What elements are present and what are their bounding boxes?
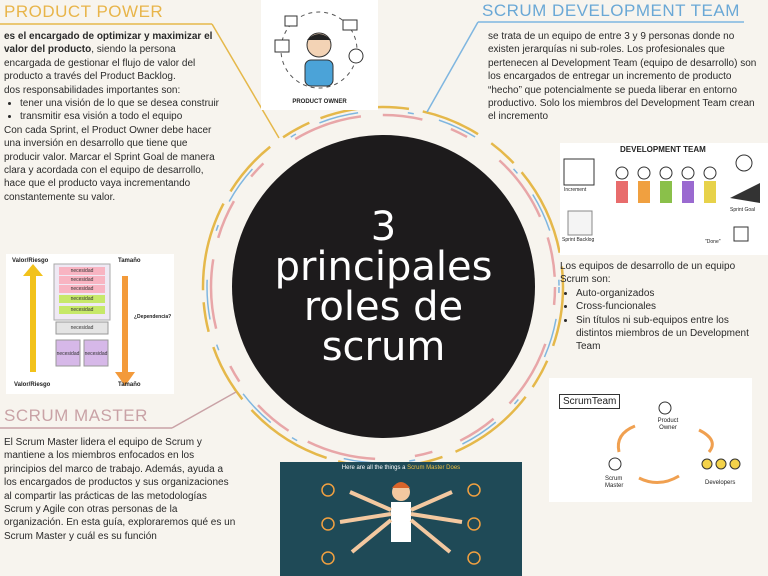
backlog-item: necesidad (59, 306, 105, 314)
scrum-master-text: El Scrum Master lidera el equipo de Scru… (4, 436, 236, 543)
scrum-team-title: ScrumTeam (559, 394, 621, 409)
product-owner-label: PRODUCT OWNER (292, 99, 347, 105)
dev-team-illustration (563, 154, 760, 242)
backlog-size-bottom: Tamaño (118, 382, 141, 388)
product-power-bullets: tener una visión de lo que se desea cons… (4, 97, 220, 124)
product-power-heading: PRODUCT POWER (4, 2, 164, 21)
scrum-master-illustration (321, 482, 481, 565)
scrum-team-developers: Developers (705, 480, 736, 486)
scrum-master-heading: SCRUM MASTER (4, 406, 148, 425)
product-power-resp-title: dos responsabilidades importantes son: (4, 84, 181, 96)
dev-team-sprint-backlog: Sprint Backlog (562, 237, 595, 243)
center-circle: 3 principales roles de scrum (232, 135, 535, 438)
scrum-team-scrum-master: Scrum Master (605, 476, 624, 489)
backlog-item: necesidad (59, 285, 105, 293)
scrum-dev-list-title: Los equipos de desarrollo de un equipo S… (560, 261, 736, 286)
scrum-master-image: Here are all the things a Scrum Master D… (280, 462, 522, 576)
scrum-team-product-owner: Product Owner (657, 418, 679, 431)
dev-team-image: DEVELOPMENT TEAM Increment Sprint Goal S… (560, 143, 768, 255)
scrum-team-image: ScrumTeam Product Owner Scrum Master Dev… (549, 378, 752, 502)
dev-team-title: DEVELOPMENT TEAM (620, 145, 706, 154)
backlog-value-risk-bottom: Valor/Riesgo (14, 382, 51, 388)
scrum-master-img-title-b: Scrum Master Does (407, 465, 461, 471)
product-owner-illustration (274, 11, 364, 89)
scrum-dev-team-heading: SCRUM DEVELOPMENT TEAM (482, 1, 740, 20)
backlog-value-risk-top: Valor/Riesgo (12, 258, 49, 264)
scrum-master-para: El Scrum Master lidera el equipo de Scru… (4, 437, 236, 542)
product-owner-image: PRODUCT OWNER (261, 0, 378, 110)
list-item: Sin títulos ni sub-equipos entre los dis… (576, 314, 760, 354)
scrum-master-img-title: Here are all the things a Scrum Master D… (280, 465, 522, 471)
dev-team-sprint-goal: Sprint Goal (730, 207, 756, 213)
product-power-intro-bold: es el encargado de optimizar y maximizar… (4, 31, 213, 56)
list-item: transmitir esa visión a todo el equipo (20, 110, 220, 123)
scrum-master-img-title-a: Here are all the things a (341, 465, 408, 471)
scrum-team-illustration (608, 401, 741, 484)
backlog-item: necesidad (84, 351, 108, 357)
dev-team-increment: Increment (564, 187, 587, 193)
backlog-dependency: ¿Dependencia? (134, 314, 172, 320)
list-item: Auto-organizados (576, 287, 760, 300)
scrum-dev-list: Los equipos de desarrollo de un equipo S… (560, 260, 760, 354)
dev-team-done: "Done" (705, 239, 721, 245)
list-item: Cross-funcionales (576, 300, 760, 313)
backlog-item: necesidad (59, 295, 105, 303)
backlog-item: necesidad (70, 325, 94, 331)
product-power-intro: es el encargado de optimizar y maximizar… (4, 30, 220, 84)
backlog-size-top: Tamaño (118, 258, 141, 264)
product-power-text: es el encargado de optimizar y maximizar… (4, 30, 220, 204)
center-title: 3 principales roles de scrum (274, 203, 493, 370)
product-power-para2: Con cada Sprint, el Product Owner debe h… (4, 124, 215, 203)
scrum-dev-para: se trata de un equipo de entre 3 y 9 per… (488, 31, 757, 123)
list-item: tener una visión de lo que se desea cons… (20, 97, 220, 110)
backlog-item: necesidad (59, 276, 105, 284)
backlog-item: necesidad (59, 267, 105, 275)
scrum-dev-bullets: Auto-organizados Cross-funcionales Sin t… (560, 287, 760, 354)
backlog-item: necesidad (56, 351, 80, 357)
product-power-intro-rest: , siendo la persona encargada de gestion… (4, 44, 196, 83)
scrum-dev-text: se trata de un equipo de entre 3 y 9 per… (488, 30, 760, 124)
backlog-image: Valor/Riesgo Tamaño necesidad necesidad … (6, 254, 174, 394)
